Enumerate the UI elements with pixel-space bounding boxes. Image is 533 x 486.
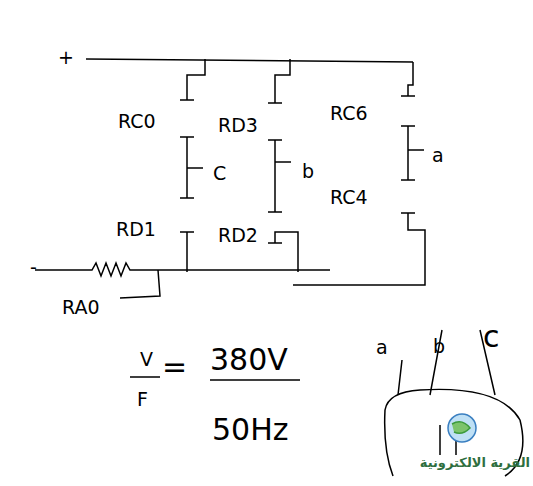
- contact-symbol: [180, 100, 194, 232]
- minus-terminal: -: [30, 258, 37, 277]
- phase-label: a: [376, 338, 388, 357]
- watermark: القرية الالكترونية: [420, 456, 530, 469]
- contact-label: RC0: [118, 112, 156, 131]
- middle-branch: [275, 59, 298, 272]
- node-label: b: [302, 162, 314, 181]
- ra0-lead: [120, 270, 160, 298]
- tap-b: [275, 161, 291, 163]
- tap-a: [408, 149, 424, 151]
- voltage-value: 380V: [210, 345, 288, 375]
- contact-symbol: [268, 103, 282, 243]
- contact-label: RC4: [330, 188, 368, 207]
- node-label: C: [213, 164, 226, 183]
- formula-sign: =: [162, 352, 187, 382]
- contact-label: RC6: [330, 104, 368, 123]
- resistor-symbol: [35, 263, 330, 276]
- top-rail: [86, 59, 413, 62]
- phase-label: c: [483, 322, 500, 352]
- fraction-bar: [130, 377, 300, 380]
- phase-label: b: [433, 337, 445, 356]
- contact-label: RD2: [218, 226, 258, 245]
- plus-terminal: +: [58, 48, 74, 67]
- leader-line: [398, 330, 495, 395]
- contact-symbol: [401, 96, 415, 213]
- right-branch: [293, 62, 425, 285]
- formula-symbol: F: [137, 390, 148, 409]
- contact-label: RD3: [218, 116, 258, 135]
- contact-label: RD1: [116, 220, 156, 239]
- node-label: a: [432, 146, 444, 165]
- tap-c: [187, 167, 203, 169]
- formula-symbol: V: [140, 350, 153, 369]
- resistor-label: RA0: [62, 298, 100, 317]
- left-branch: [187, 59, 205, 272]
- frequency-value: 50Hz: [212, 415, 288, 445]
- logo-land: [452, 422, 470, 434]
- logo-globe: [448, 414, 476, 442]
